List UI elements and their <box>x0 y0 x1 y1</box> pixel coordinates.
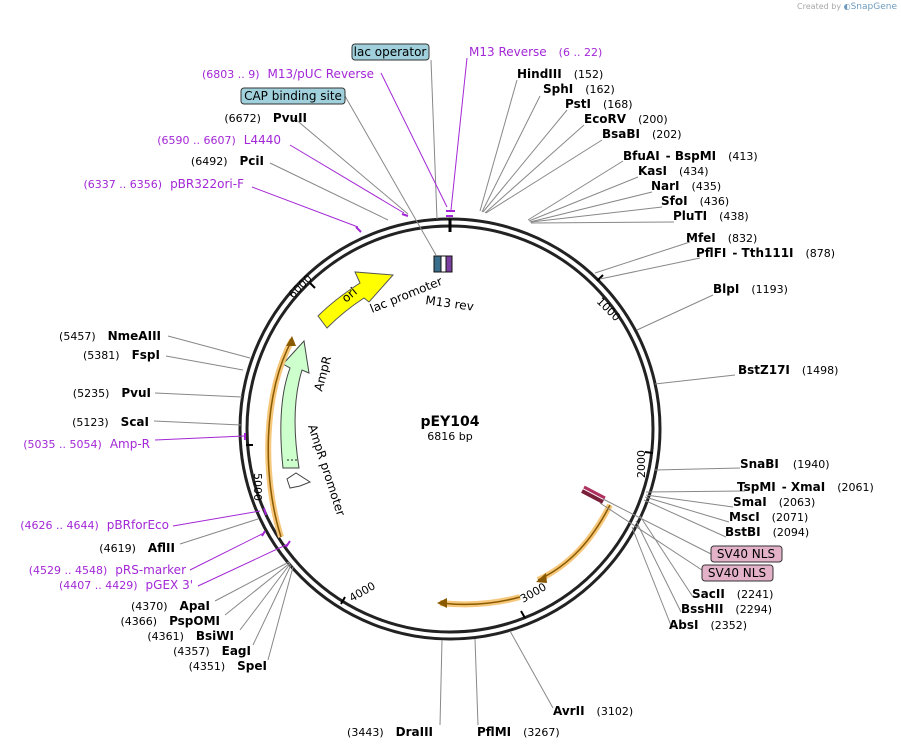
enzyme-label: (4351)SpeI <box>189 659 267 673</box>
enzyme-label: PstI(168) <box>565 97 633 111</box>
primer-label: (6803 .. 9)M13/pUC Reverse <box>202 67 374 81</box>
enzyme-label: EcoRV(200) <box>584 112 668 126</box>
enzyme-label: SmaI(2063) <box>733 495 815 509</box>
primer-label: (4529 .. 4548)pRS-marker <box>29 563 186 577</box>
enzyme-label: BssHII(2294) <box>681 602 772 616</box>
enzyme-label: MscI(2071) <box>729 510 808 524</box>
enzyme-label: TspMI- XmaI(2061) <box>737 480 874 494</box>
snapgene-logo-icon: ◐ <box>843 2 851 11</box>
ori-arrow <box>317 271 395 329</box>
tick-label: 5000 <box>251 473 264 501</box>
credit-prefix: Created by <box>797 2 842 11</box>
enzyme-label: SacII(2241) <box>692 587 773 601</box>
enzyme-label: (5381)FspI <box>83 348 160 362</box>
svg-text:SV40 NLS: SV40 NLS <box>717 547 775 561</box>
enzyme-label: SnaBI(1940) <box>740 457 829 471</box>
tick-label: 6000 <box>286 272 315 301</box>
tick-label: 3000 <box>518 580 549 605</box>
enzyme-label: (4357)EagI <box>173 644 251 658</box>
enzyme-label: SfoI(436) <box>661 194 729 208</box>
snapgene-credit: Created by ◐SnapGene <box>797 2 897 12</box>
enzyme-labels-right: HindIII(152) SphI(162) PstI(168) EcoRV(2… <box>477 67 874 739</box>
enzyme-label: SphI(162) <box>543 82 615 96</box>
enzyme-label: (4619)AflII <box>99 541 175 555</box>
primer-leaders <box>154 57 468 587</box>
enzyme-label: BfuAI- BspMI(413) <box>623 149 758 163</box>
cap-binding-site-box: CAP binding site <box>240 87 346 105</box>
enzyme-label: BsaBI(202) <box>602 127 682 141</box>
enzyme-label: (5457)NmeAIII <box>59 329 161 343</box>
sv40-nls-box: SV40 NLS <box>701 564 774 582</box>
primer-label: (6337 .. 6356)pBR322ori-F <box>84 177 245 191</box>
enzyme-label: BlpI(1193) <box>713 282 788 296</box>
svg-text:SV40 NLS: SV40 NLS <box>708 566 766 580</box>
sv40-nls-box: SV40 NLS <box>710 545 783 563</box>
svg-text:CAP binding site: CAP binding site <box>244 89 342 103</box>
ampr-promoter-label: AmpR promoter <box>305 423 348 518</box>
enzyme-label: HindIII(152) <box>517 67 603 81</box>
ampr-arrow <box>280 339 310 469</box>
sv40-nls-marker <box>581 489 604 504</box>
enzyme-label: (4361)BsiWI <box>147 629 234 643</box>
enzyme-label: MfeI(832) <box>686 231 757 245</box>
lac-operator-box: lac operator <box>351 43 430 61</box>
enzyme-label: NarI(435) <box>651 179 721 193</box>
enzyme-label: (6672)PvuII <box>224 111 307 125</box>
enzyme-label: AbsI(2352) <box>669 618 747 632</box>
lac-operator-block <box>440 255 447 273</box>
tick-label: 1000 <box>594 295 623 324</box>
enzyme-label: AvrII(3102) <box>553 704 633 718</box>
enzyme-label: BstBI(2094) <box>725 525 809 539</box>
primer-labels: M13 Reverse(6 .. 22) (6803 .. 9)M13/pUC … <box>20 45 602 592</box>
enzyme-label: BstZ17I(1498) <box>738 363 838 377</box>
tick-label: 2000 <box>635 450 648 478</box>
ampr-promoter-arrow <box>286 472 312 489</box>
primer-label: (6590 .. 6607)L4440 <box>157 133 281 147</box>
m13-rev-label: M13 rev <box>425 293 475 314</box>
plasmid-backbone <box>238 217 662 641</box>
feature-leaders <box>344 95 712 573</box>
tick-marks: 1000 2000 3000 4000 5000 6000 <box>246 272 654 619</box>
enzyme-label: (5235)PvuI <box>73 386 151 400</box>
enzyme-label: KasI(434) <box>638 164 709 178</box>
primer-label: M13 Reverse(6 .. 22) <box>469 45 602 59</box>
enzyme-label: PflFI- Tth111I(878) <box>696 246 835 260</box>
enzyme-label: (5123)ScaI <box>72 415 149 429</box>
enzyme-leaders <box>153 59 746 726</box>
m13-rev-block <box>445 255 453 273</box>
ampr-label: AmpR <box>311 355 334 393</box>
cap-site-block <box>433 255 442 273</box>
tick-label: 4000 <box>347 579 378 604</box>
credit-brand: SnapGene <box>850 2 897 12</box>
primer-label: (4407 .. 4429)pGEX 3' <box>59 578 193 592</box>
enzyme-label: (6492)PciI <box>191 154 264 168</box>
svg-text:lac operator: lac operator <box>354 45 427 59</box>
sv40-nls-marker <box>583 485 606 500</box>
primer-label: (5035 .. 5054)Amp-R <box>23 437 150 451</box>
enzyme-labels-left: (3443)DraIII (4351)SpeI (4357)EagI (4361… <box>59 111 433 739</box>
enzyme-label: PflMI(3267) <box>477 725 560 739</box>
plasmid-name: pEY104 <box>421 414 480 430</box>
enzyme-label: (3443)DraIII <box>347 725 433 739</box>
enzyme-label: PluTI(438) <box>673 209 749 223</box>
enzyme-label: (4370)ApaI <box>131 599 210 613</box>
primer-label: (4626 .. 4644)pBRforEco <box>20 518 169 532</box>
enzyme-label: (4366)PspOMI <box>120 614 220 628</box>
plasmid-size: 6816 bp <box>427 430 472 443</box>
